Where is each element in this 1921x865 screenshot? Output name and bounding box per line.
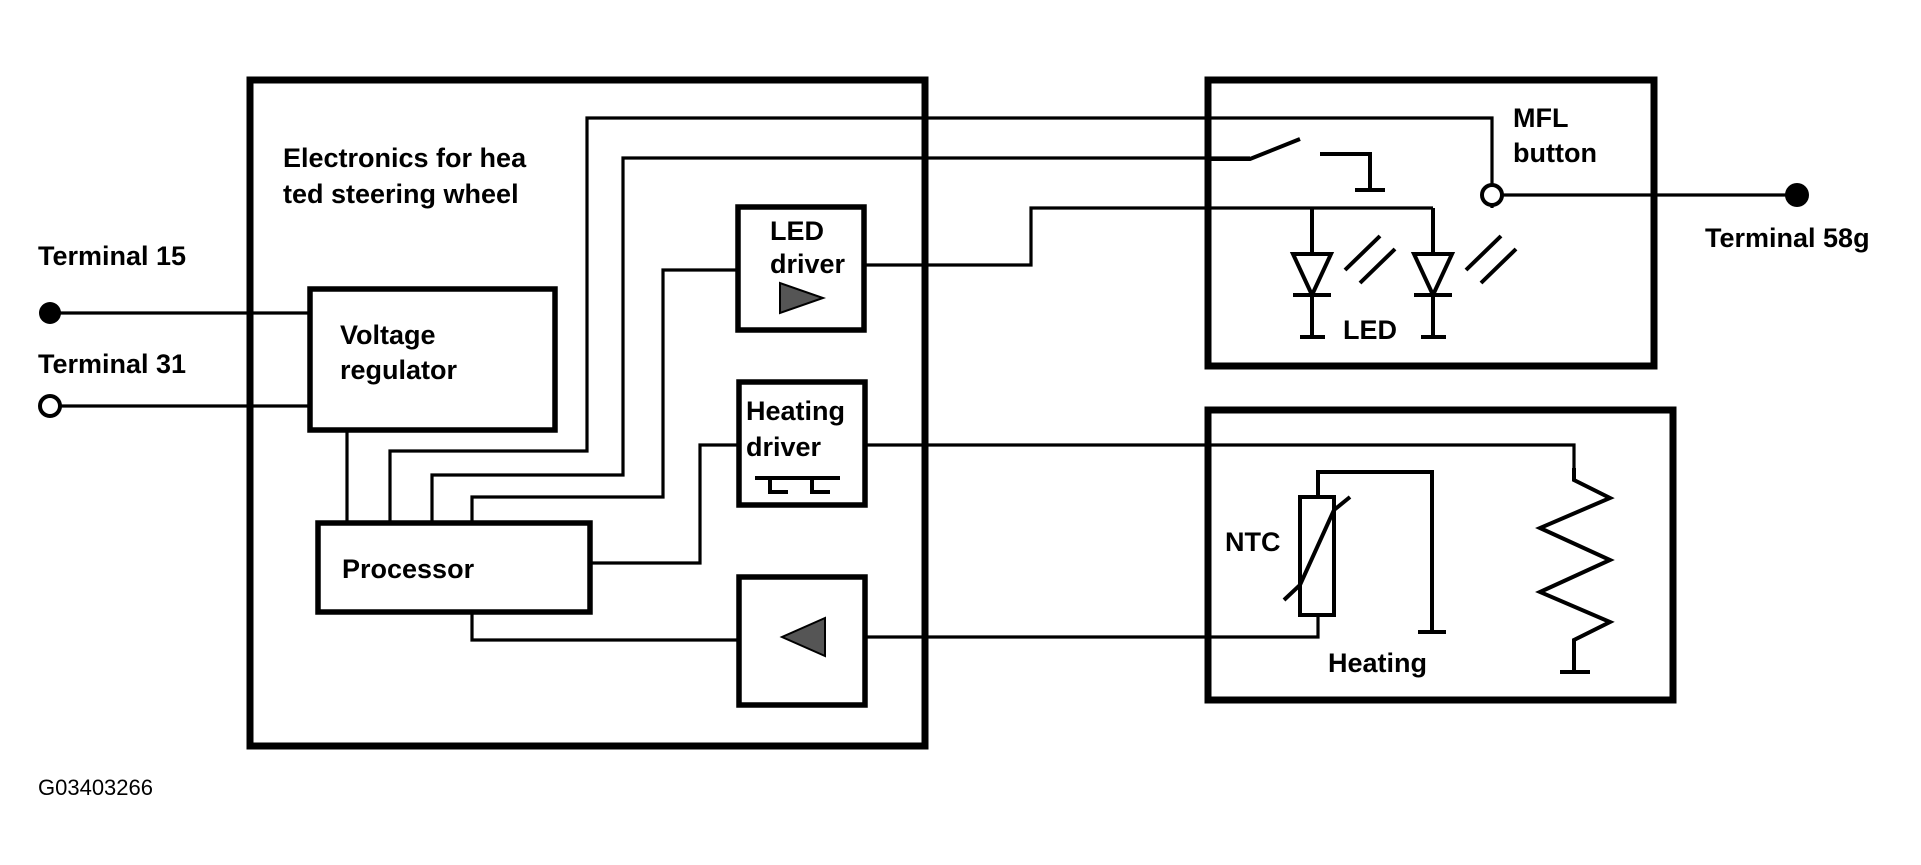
heating-unit-box: [1204, 406, 1677, 704]
heating-driver-switch-icon: [755, 476, 840, 494]
voltage-regulator-box: [307, 286, 558, 433]
electronics-title-line1: Electronics for hea: [283, 143, 527, 173]
electronics-title-line2: ted steering wheel: [283, 179, 519, 209]
led-label: LED: [1343, 315, 1397, 345]
heating-driver-label-line1: Heating: [746, 396, 845, 426]
terminal-15-node: [39, 302, 61, 324]
processor-box: [315, 520, 593, 615]
led-right-icon: [1410, 208, 1518, 339]
led-left-icon: [1289, 208, 1397, 339]
sensor-amplifier-icon: [779, 616, 826, 658]
terminal-31-label: Terminal 31: [38, 349, 186, 379]
wiring: [60, 116, 1797, 642]
voltage-regulator-label-line1: Voltage: [340, 320, 436, 350]
heating-driver-label-line2: driver: [746, 432, 822, 462]
ntc-label: NTC: [1225, 527, 1281, 557]
ntc-thermistor-icon: [1282, 470, 1446, 634]
mfl-button-label-line1: MFL: [1513, 103, 1568, 133]
terminal-31-node: [38, 394, 62, 418]
led-driver-label-line1: LED: [770, 216, 824, 246]
mfl-switch-icon: [1205, 137, 1385, 192]
terminal-58g-label: Terminal 58g: [1705, 223, 1870, 253]
voltage-regulator-label-line2: regulator: [340, 355, 458, 385]
processor-label: Processor: [342, 554, 475, 584]
figure-code: G03403266: [38, 775, 153, 800]
heating-label: Heating: [1328, 648, 1427, 678]
mfl-button-box: [1204, 76, 1658, 370]
led-driver-amplifier-icon: [779, 281, 827, 315]
led-driver-label-line2: driver: [770, 249, 846, 279]
mfl-button-label-line2: button: [1513, 138, 1597, 168]
mfl-junction-node: [1480, 183, 1504, 207]
electronics-box: [246, 76, 929, 750]
heating-resistor-icon: [1535, 468, 1615, 674]
terminal-15-label: Terminal 15: [38, 241, 186, 271]
